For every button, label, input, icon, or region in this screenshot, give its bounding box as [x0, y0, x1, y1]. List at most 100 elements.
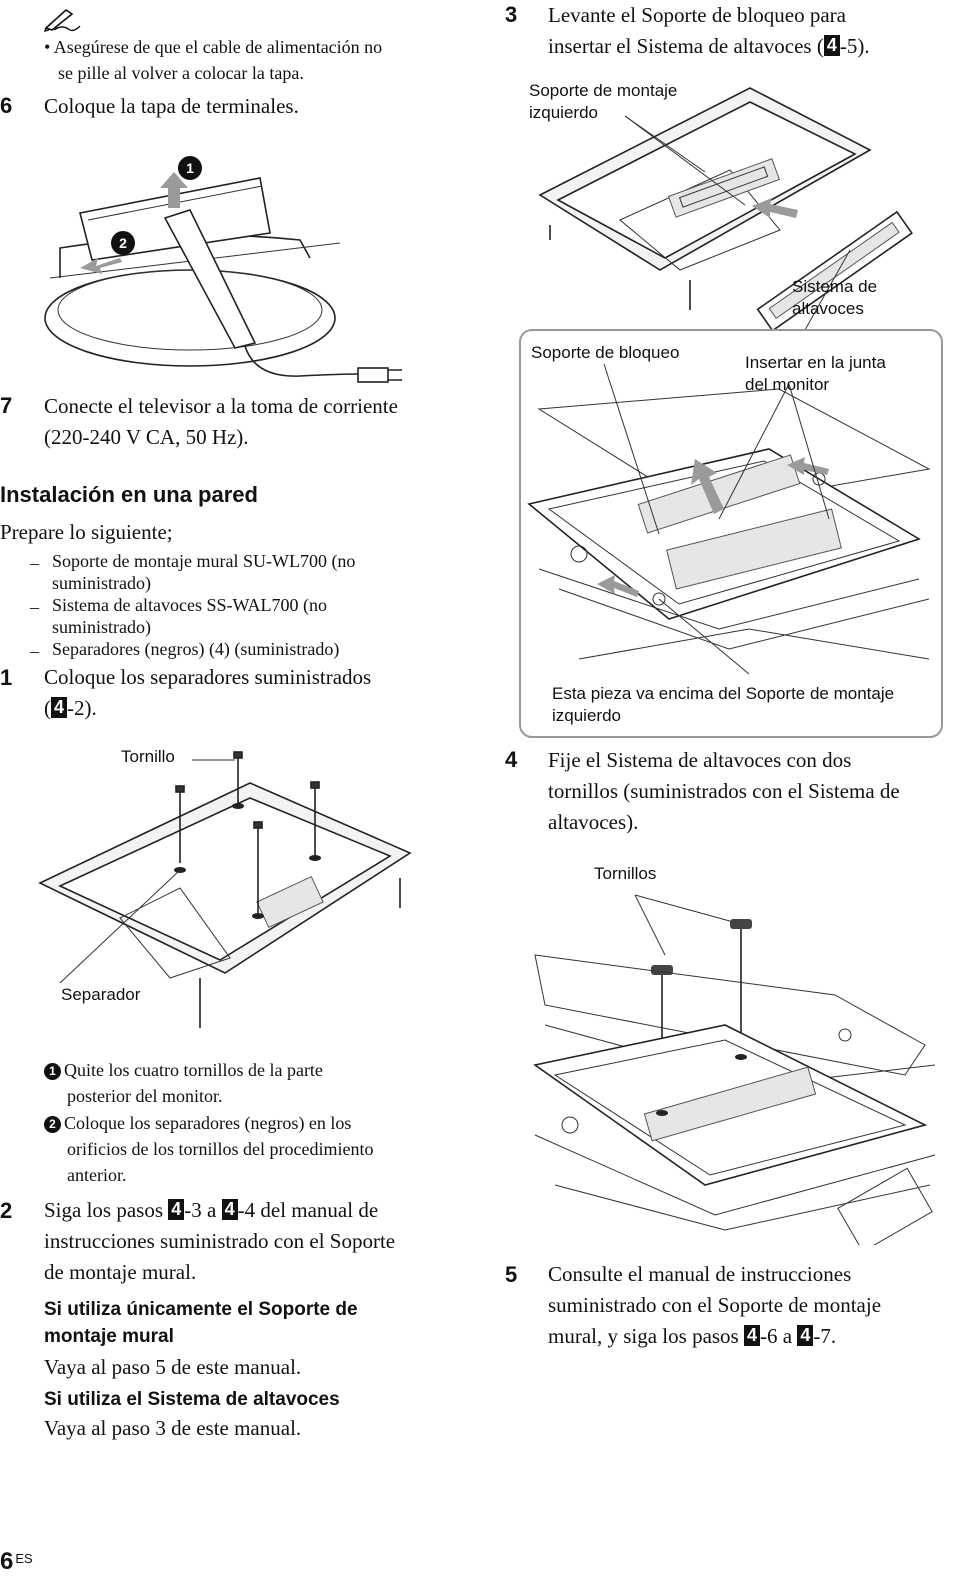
step-5-mid: -6 a [760, 1324, 798, 1348]
note-text: • Asegúrese de que el cable de alimentac… [44, 34, 484, 86]
step-5-box-1: 4 [743, 1325, 760, 1346]
step-3-line-2b: -5). [839, 34, 870, 58]
step-4-text: Fije el Sistema de altavoces con dos tor… [548, 745, 958, 838]
step-2-pre: Siga los pasos [44, 1198, 169, 1222]
note-line-2: se pille al volver a colocar la tapa. [58, 63, 304, 83]
fig1-badge-2: 2 [119, 235, 127, 251]
step-2-line-3: de montaje mural. [44, 1260, 197, 1284]
speaker-insert-illustration [538, 87, 913, 332]
step-6-text: Coloque la tapa de terminales. [44, 94, 299, 118]
label-separador: Separador [61, 985, 141, 1004]
step-2-box-2: 4 [221, 1199, 238, 1220]
list-item-line-2: suministrado) [52, 617, 151, 637]
step-2-mid-1: -3 a [184, 1198, 222, 1222]
go-step-5: Vaya al paso 5 de este manual. [44, 1355, 302, 1379]
lock-bracket-detail-illustration [519, 329, 943, 738]
label-soporte-bloqueo: Soporte de bloqueo [531, 343, 680, 362]
terminal-cover-illustration: 1 2 [44, 156, 402, 383]
page-lang: ES [15, 1551, 33, 1566]
step-4-line-1: Fije el Sistema de altavoces con dos [548, 748, 852, 772]
label-soporte-izquierdo-line-2: izquierdo [529, 103, 598, 122]
step-5-line-3a: mural, y siga los pasos [548, 1324, 744, 1348]
step-1-box: 4 [51, 697, 68, 718]
step-1-line-1: Coloque los separadores suministrados [44, 665, 372, 689]
label-insertar: Insertar en la junta del monitor [745, 352, 935, 396]
step-1-number: 1 [0, 665, 13, 690]
step-2-box-1: 4 [168, 1199, 185, 1220]
list-item: – Sistema de altavoces SS-WAL700 (no sum… [0, 594, 460, 638]
step-5-box-2: 4 [797, 1325, 814, 1346]
page-number: 6 [0, 1548, 14, 1575]
step-4-line-3: altavoces). [548, 810, 639, 834]
step-5-text: Consulte el manual de instrucciones sumi… [548, 1259, 958, 1352]
step-3-text: Levante el Soporte de bloqueo para inser… [548, 0, 958, 62]
note-line-1: • Asegúrese de que el cable de alimentac… [44, 37, 383, 57]
substep-2-line-1: Coloque los separadores (negros) en los [64, 1113, 352, 1133]
list-dash: – [30, 641, 39, 661]
label-soporte-izquierdo-line-1: Soporte de montaje [529, 81, 678, 100]
substep-1-line-2: posterior del monitor. [67, 1086, 223, 1106]
step-7-number: 7 [0, 393, 13, 418]
step-6-number: 6 [0, 93, 13, 118]
label-pieza-line-1: Esta pieza va encima del Soporte de mont… [552, 684, 895, 703]
label-insertar-line-2: del monitor [745, 375, 830, 394]
spacers-illustration [38, 751, 412, 1028]
label-soporte-izquierdo: Soporte de montaje izquierdo [529, 80, 749, 124]
step-2-line-2: instrucciones suministrado con el Soport… [44, 1229, 396, 1253]
step-5-number: 5 [505, 1262, 518, 1287]
section-title: Instalación en una pared [0, 482, 258, 507]
step-3-line-1: Levante el Soporte de bloqueo para [548, 3, 846, 27]
label-insertar-line-1: Insertar en la junta [745, 353, 886, 372]
step-1-rest: -2). [67, 696, 97, 720]
heading-only-mount-line-2: montaje mural [44, 1326, 174, 1347]
step-3-number: 3 [505, 2, 518, 27]
list-dash: – [30, 597, 39, 617]
list-item-line-1: Sistema de altavoces SS-WAL700 (no [52, 595, 327, 615]
list-item: – Separadores (negros) (4) (suministrado… [0, 638, 460, 661]
label-tornillos: Tornillos [594, 864, 657, 883]
substep-1-badge: 1 [44, 1063, 61, 1080]
speaker-screws-illustration [533, 894, 936, 1245]
label-sistema-altavoces-line-2: altavoces [792, 299, 864, 318]
step-5-end: -7. [813, 1324, 837, 1348]
step-7-line-1: Conecte el televisor a la toma de corrie… [44, 394, 398, 418]
step-2-mid-2: -4 del manual de [237, 1198, 379, 1222]
step-1-text: Coloque los separadores suministrados (4… [44, 662, 484, 724]
list-item-line-1: Soporte de montaje mural SU-WL700 (no [52, 551, 356, 571]
step-4-number: 4 [505, 747, 518, 772]
step-1-open: ( [44, 696, 51, 720]
note-pencil-icon [43, 8, 81, 32]
list-item: – Soporte de montaje mural SU-WL700 (no … [0, 550, 460, 594]
label-pieza-line-2: izquierdo [552, 706, 621, 725]
step-2-text: Siga los pasos 4-3 a 4-4 del manual de i… [44, 1195, 484, 1288]
label-sistema-altavoces: Sistema de altavoces [792, 276, 932, 320]
substep-2-badge: 2 [44, 1116, 61, 1133]
list-item-line-2: suministrado) [52, 573, 151, 593]
label-tornillo: Tornillo [121, 747, 175, 766]
label-sistema-altavoces-line-1: Sistema de [792, 277, 878, 296]
fig1-badge-1: 1 [186, 160, 194, 176]
step-2-number: 2 [0, 1198, 13, 1223]
list-dash: – [30, 553, 39, 573]
prepare-list: – Soporte de montaje mural SU-WL700 (no … [0, 550, 460, 661]
substep-2-line-3: anterior. [67, 1165, 127, 1185]
heading-only-mount-line-1: Si utiliza únicamente el Soporte de [44, 1299, 358, 1320]
step-3-line-2a: insertar el Sistema de altavoces ( [548, 34, 824, 58]
step-5-line-2: suministrado con el Soporte de montaje [548, 1293, 882, 1317]
substep-2-line-2: orificios de los tornillos del procedimi… [67, 1139, 374, 1159]
step-3-box: 4 [823, 35, 840, 56]
heading-only-mount: Si utiliza únicamente el Soporte de mont… [44, 1296, 484, 1350]
substep-1-line-1: Quite los cuatro tornillos de la parte [64, 1060, 323, 1080]
label-pieza: Esta pieza va encima del Soporte de mont… [552, 683, 937, 727]
list-item-line-1: Separadores (negros) (4) (suministrado) [52, 639, 340, 659]
step-4-line-2: tornillos (suministrados con el Sistema … [548, 779, 900, 803]
go-step-3: Vaya al paso 3 de este manual. [44, 1416, 302, 1440]
step-5-line-1: Consulte el manual de instrucciones [548, 1262, 852, 1286]
step-7-text: Conecte el televisor a la toma de corrie… [44, 391, 484, 453]
prepare-text: Prepare lo siguiente; [0, 520, 173, 544]
step-7-line-2: (220-240 V CA, 50 Hz). [44, 425, 249, 449]
heading-speaker: Si utiliza el Sistema de altavoces [44, 1389, 340, 1410]
